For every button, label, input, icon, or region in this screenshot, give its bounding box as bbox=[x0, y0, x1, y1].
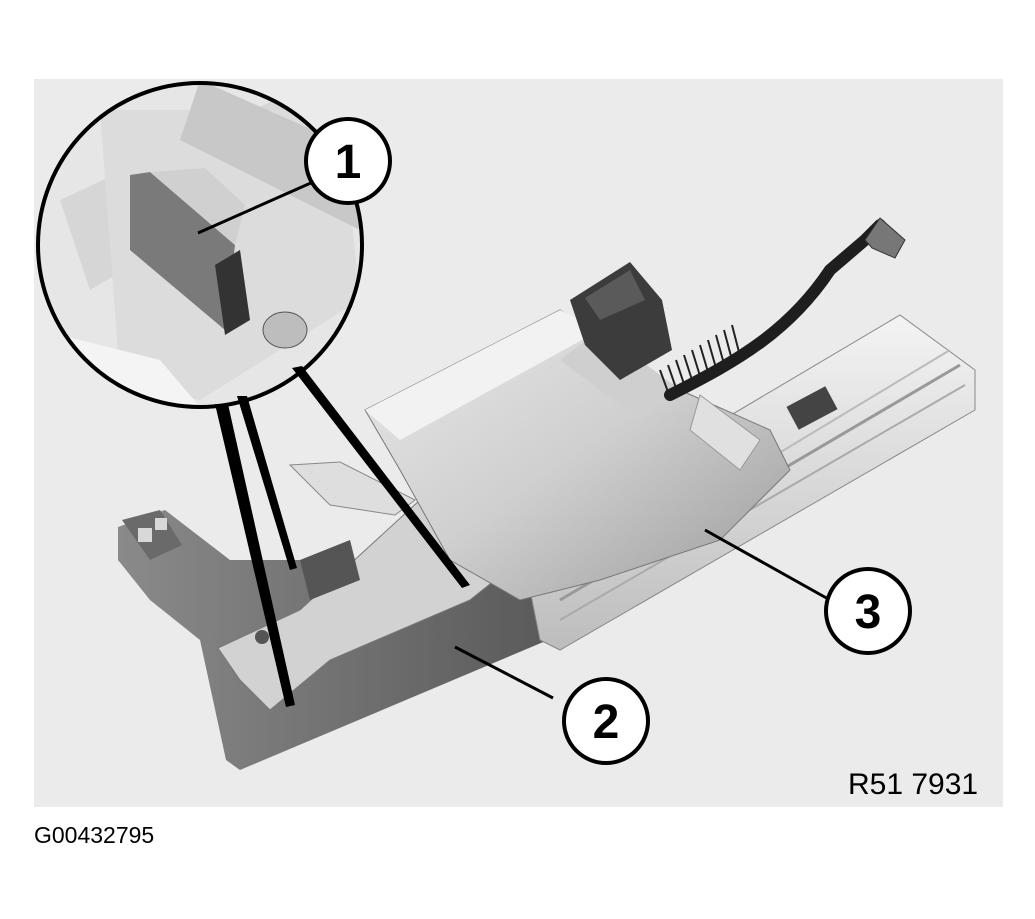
magnifier-pointers bbox=[215, 366, 470, 707]
callout-3-number: 3 bbox=[855, 586, 882, 639]
callout-2: 2 bbox=[562, 677, 650, 765]
callout-1-number: 1 bbox=[335, 136, 362, 189]
figure-reference-code: R51 7931 bbox=[848, 768, 979, 801]
cable-lever bbox=[664, 219, 886, 401]
callout-leaders bbox=[197, 180, 831, 700]
magnified-detail bbox=[36, 81, 364, 409]
callout-2-number: 2 bbox=[593, 696, 620, 749]
callout-1: 1 bbox=[304, 117, 392, 205]
document-id: G00432795 bbox=[34, 822, 155, 848]
callout-3: 3 bbox=[824, 567, 912, 655]
